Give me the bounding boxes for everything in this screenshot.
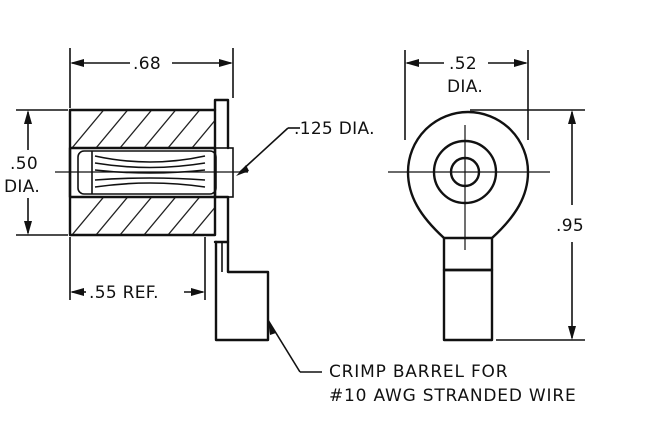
dim-ring-diameter-value: .52 — [449, 54, 477, 74]
section-hatch-bottom — [71, 197, 215, 235]
dim-overall-height-label: .95 — [556, 216, 584, 236]
dim-overall-length-label: .68 — [133, 54, 161, 74]
section-hatch-top — [71, 110, 215, 148]
crimp-barrel-note: CRIMP BARREL FOR #10 AWG STRANDED WIRE — [267, 319, 577, 406]
front-ring-view — [388, 110, 550, 342]
dim-outer-diameter-value: .50 — [10, 154, 38, 174]
crimp-barrel-side — [214, 240, 270, 342]
dim-overall-length: .68 — [69, 48, 234, 108]
side-section-view — [55, 98, 270, 342]
ring-tongue-outline — [406, 110, 530, 240]
dim-outer-diameter: .50 DIA. — [4, 109, 68, 236]
crimp-barrel-front — [442, 236, 494, 272]
dim-ring-diameter: .52 DIA. — [404, 50, 529, 140]
dim-ring-diameter-unit: DIA. — [447, 77, 483, 97]
note-line-2: #10 AWG STRANDED WIRE — [329, 386, 577, 406]
dim-overall-height: .95 — [470, 109, 585, 341]
dim-barrel-length-label: .55 REF. — [89, 283, 159, 303]
ring-tongue-side — [213, 98, 230, 244]
dim-hole-diameter-label: .125 DIA. — [294, 119, 375, 139]
dim-barrel-length: .55 REF. — [69, 237, 206, 303]
dim-hole-diameter: .125 DIA. — [236, 119, 375, 176]
note-line-1: CRIMP BARREL FOR — [329, 362, 508, 382]
dim-outer-diameter-unit: DIA. — [4, 177, 40, 197]
